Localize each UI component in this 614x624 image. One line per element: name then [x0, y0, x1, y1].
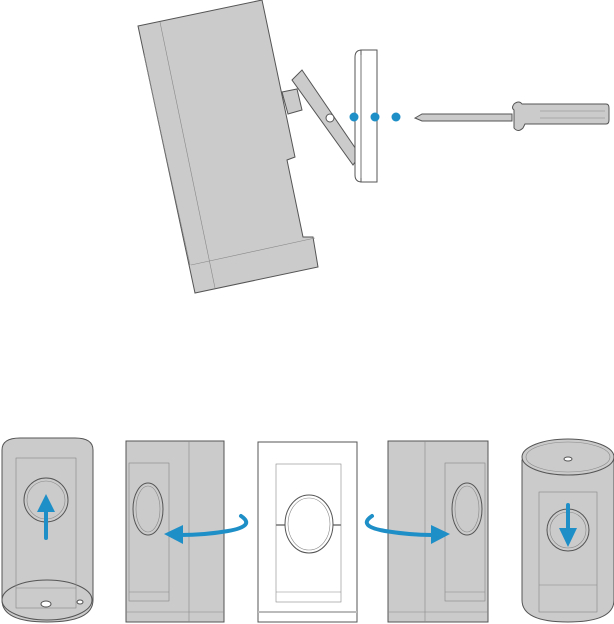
screwdriver-icon [413, 101, 610, 131]
curved-arrow-right-icon [431, 525, 450, 544]
screw-path-dots [349, 112, 401, 122]
device-front-arrow-up [1, 437, 94, 623]
dot-icon [391, 112, 401, 122]
device-side-left [125, 440, 249, 623]
mounting-plate [354, 49, 378, 183]
screw-nut-icon [325, 113, 335, 123]
camera-device [137, 0, 319, 294]
curved-arrow-left-icon [164, 525, 183, 544]
dot-icon [370, 112, 380, 122]
arrow-up-icon [37, 494, 55, 512]
dot-icon [349, 112, 359, 122]
mounting-plate-front [257, 441, 358, 623]
mounting-bracket [281, 69, 361, 166]
device-front-arrow-down [521, 438, 614, 623]
arrow-down-icon [559, 528, 577, 547]
device-side-right [364, 440, 489, 623]
